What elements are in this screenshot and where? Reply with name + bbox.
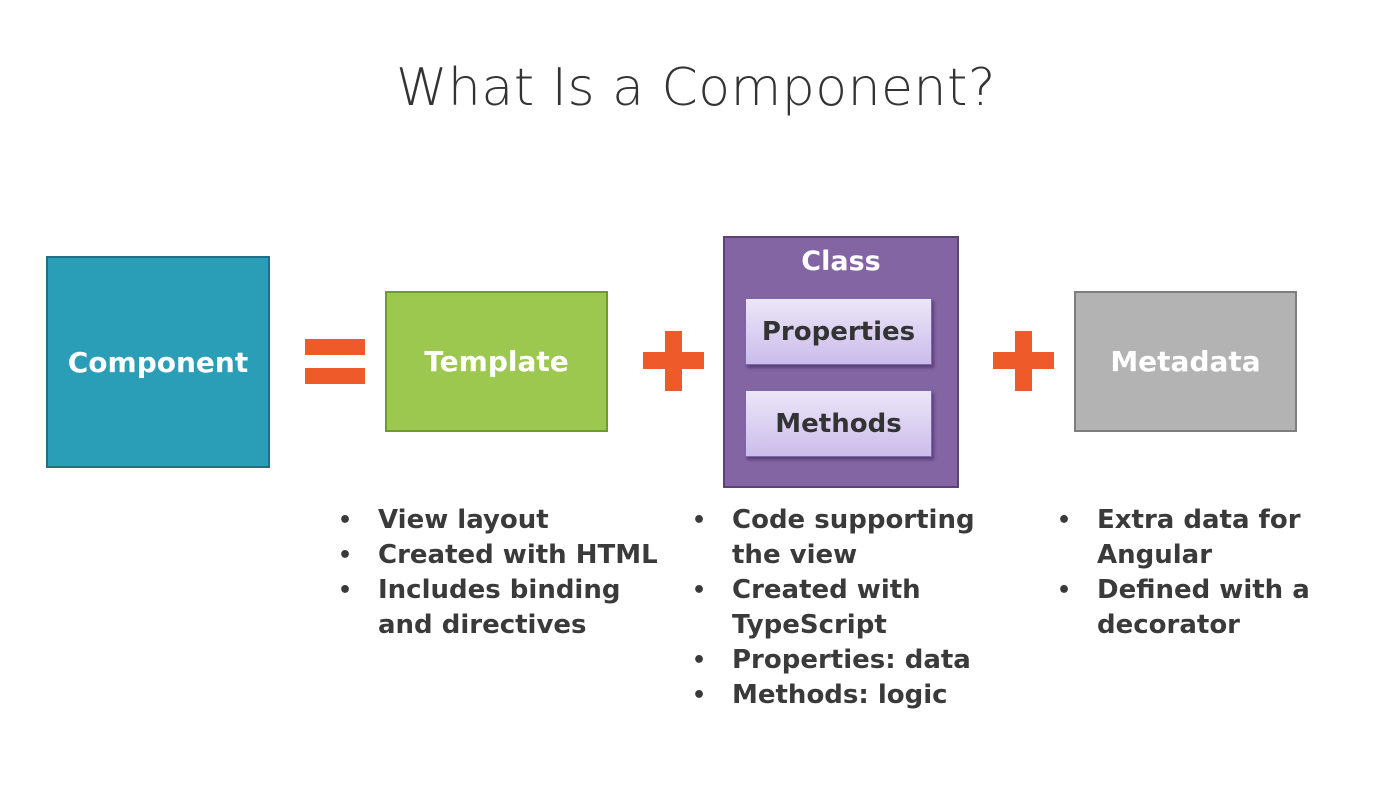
- metadata-label: Metadata: [1110, 345, 1261, 378]
- properties-label: Properties: [761, 316, 916, 347]
- class-label: Class: [801, 246, 881, 277]
- template-box: Template: [385, 291, 608, 432]
- methods-box: Methods: [745, 390, 932, 457]
- list-item: View layout: [338, 503, 668, 538]
- list-item: Defined with a decorator: [1057, 573, 1327, 643]
- equals-top-bar: [305, 339, 365, 355]
- list-item: Methods: logic: [692, 678, 992, 713]
- metadata-bullet-list: Extra data for Angular Defined with a de…: [1057, 503, 1327, 643]
- plus-vertical-bar: [1015, 331, 1032, 391]
- template-bullet-list: View layout Created with HTML Includes b…: [338, 503, 668, 643]
- page-title: What Is a Component?: [395, 58, 996, 118]
- component-label: Component: [67, 345, 249, 379]
- list-item: Created with TypeScript: [692, 573, 992, 643]
- list-item: Code supporting the view: [692, 503, 992, 573]
- list-item: Created with HTML: [338, 538, 668, 573]
- metadata-box: Metadata: [1074, 291, 1297, 432]
- equals-bottom-bar: [305, 368, 365, 384]
- list-item: Includes binding and directives: [338, 573, 668, 643]
- list-item: Extra data for Angular: [1057, 503, 1327, 573]
- component-box: Component: [46, 256, 270, 468]
- class-bullet-list: Code supporting the view Created with Ty…: [692, 503, 992, 713]
- methods-label: Methods: [775, 408, 902, 439]
- class-box: Class Properties Methods: [723, 236, 959, 488]
- list-item: Properties: data: [692, 643, 992, 678]
- template-label: Template: [424, 345, 569, 378]
- plus-vertical-bar: [665, 331, 682, 391]
- properties-box: Properties: [745, 298, 932, 365]
